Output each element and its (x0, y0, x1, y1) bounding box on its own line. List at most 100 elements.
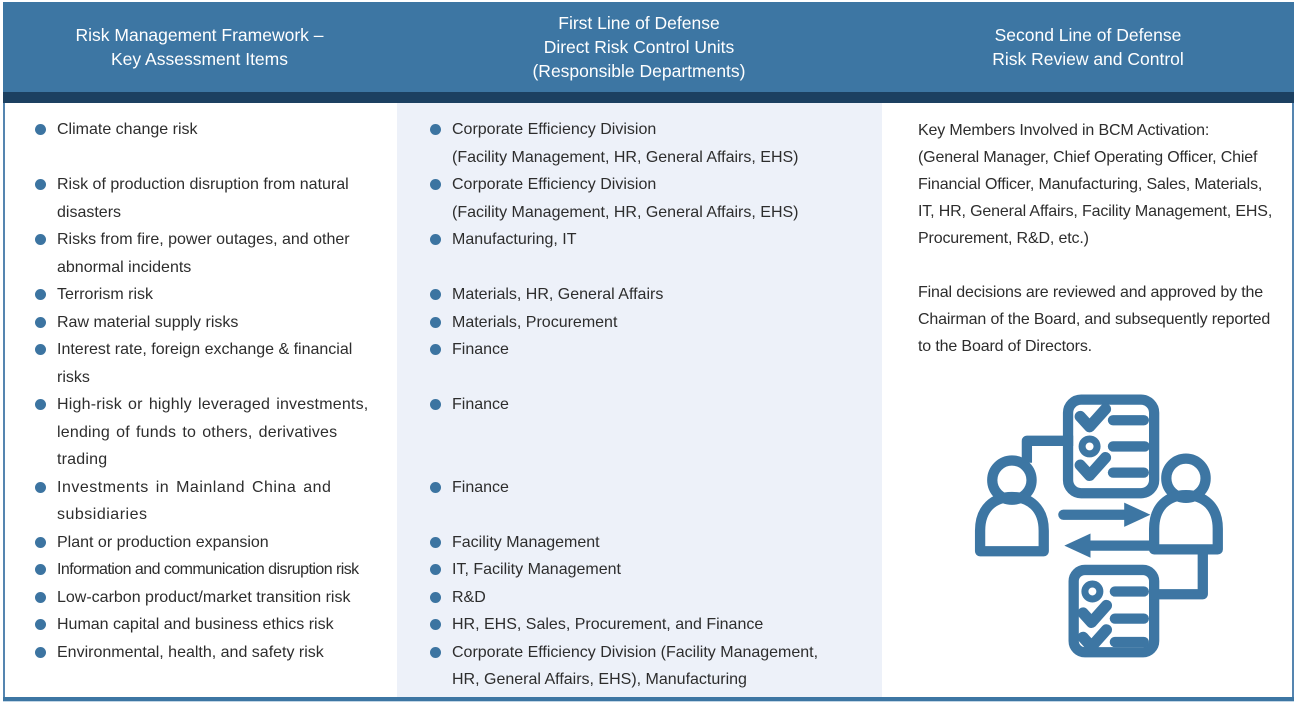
assessment-item-cell: Interest rate, foreign exchange & financ… (3, 336, 396, 391)
bullet-icon (35, 564, 46, 575)
bullet-icon (35, 646, 46, 658)
bullet-icon (35, 234, 46, 245)
responsible-departments-text: Finance (452, 396, 509, 413)
header-first-line-of-defense: First Line of Defense Direct Risk Contro… (532, 13, 746, 81)
responsible-departments-cell: Finance (396, 336, 882, 391)
table-row: Human capital and business ethics risk H… (3, 611, 882, 639)
bullet-icon (35, 124, 46, 135)
assessment-item-text: Risks from fire, power outages, and othe… (57, 231, 350, 276)
bullet-icon (35, 316, 46, 328)
bullet-icon (430, 179, 441, 190)
assessment-item-text: Low-carbon product/market transition ris… (57, 588, 351, 606)
table-row: Raw material supply risks Materials, Pro… (3, 309, 882, 337)
responsible-departments-text: Corporate Efficiency Division (Facility … (452, 643, 819, 689)
assessment-item-text: Interest rate, foreign exchange & financ… (57, 341, 353, 386)
bullet-icon (35, 344, 46, 355)
responsible-departments-text: R&D (452, 588, 486, 606)
assessment-item-cell: Human capital and business ethics risk (3, 611, 396, 639)
table-row: Information and communication disruption… (3, 556, 882, 584)
table-row: Interest rate, foreign exchange & financ… (3, 336, 882, 391)
bullet-icon (430, 344, 441, 355)
assessment-item-cell: Climate change risk (3, 116, 396, 171)
assessment-item-cell: Investments in Mainland China and subsid… (3, 474, 396, 529)
responsible-departments-text: Materials, HR, General Affairs (452, 286, 664, 303)
responsible-departments-text: Corporate Efficiency Division (Facility … (452, 121, 799, 166)
assessment-item-text: Investments in Mainland China and subsid… (57, 478, 332, 524)
assessment-item-cell: Risks from fire, power outages, and othe… (3, 226, 396, 281)
responsible-departments-text: Corporate Efficiency Division (Facility … (452, 176, 799, 221)
bullet-icon (35, 619, 46, 630)
first-line-column-background (397, 103, 882, 697)
responsible-departments-cell: Corporate Efficiency Division (Facility … (396, 639, 882, 694)
frame-border-left (3, 103, 5, 698)
header-divider-bar (3, 92, 1294, 103)
responsible-departments-cell: Materials, HR, General Affairs (396, 281, 882, 309)
table-row: High-risk or highly leveraged investment… (3, 391, 882, 474)
frame-border-right (1292, 103, 1294, 698)
bullet-icon (35, 536, 46, 548)
responsible-departments-cell: Corporate Efficiency Division (Facility … (396, 116, 882, 171)
assessment-item-text: Environmental, health, and safety risk (57, 643, 324, 661)
responsible-departments-text: Manufacturing, IT (452, 231, 577, 248)
assessment-item-text: Human capital and business ethics risk (57, 616, 334, 633)
header-key-assessment-items: Risk Management Framework – Key Assessme… (75, 25, 324, 69)
bullet-icon (430, 481, 441, 493)
final-decisions-paragraph: Final decisions are reviewed and approve… (918, 284, 1271, 355)
assessment-item-text: Plant or production expansion (57, 533, 269, 551)
responsible-departments-cell: Facility Management (396, 529, 882, 557)
bullet-icon (35, 179, 46, 190)
table-row: Terrorism risk Materials, HR, General Af… (3, 281, 882, 309)
second-line-column: Key Members Involved in BCM Activation: … (882, 117, 1294, 659)
assessment-item-cell: Environmental, health, and safety risk (3, 639, 396, 694)
assessment-item-cell: Low-carbon product/market transition ris… (3, 584, 396, 612)
responsible-departments-cell: Finance (396, 474, 882, 529)
bullet-icon (430, 591, 441, 603)
table-row: Low-carbon product/market transition ris… (3, 584, 882, 612)
table-row: Investments in Mainland China and subsid… (3, 474, 882, 529)
bullet-icon (35, 289, 46, 300)
table-row: Risk of production disruption from natur… (3, 171, 882, 226)
table-header-band: Risk Management Framework – Key Assessme… (3, 2, 1294, 92)
assessment-item-text: Raw material supply risks (57, 313, 239, 331)
assessment-item-cell: Risk of production disruption from natur… (3, 171, 396, 226)
bullet-icon (430, 619, 441, 630)
responsible-departments-cell: IT, Facility Management (396, 556, 882, 584)
assessment-item-text: Terrorism risk (57, 286, 153, 303)
responsible-departments-text: HR, EHS, Sales, Procurement, and Finance (452, 616, 764, 633)
bullet-icon (430, 289, 441, 300)
assessment-item-text: Risk of production disruption from natur… (57, 176, 349, 221)
people-checklist-exchange-icon (918, 392, 1278, 659)
table-row: Plant or production expansion Facility M… (3, 529, 882, 557)
responsible-departments-cell: Manufacturing, IT (396, 226, 882, 281)
assessment-item-cell: Raw material supply risks (3, 309, 396, 337)
table-row: Environmental, health, and safety risk C… (3, 639, 882, 694)
responsible-departments-cell: Corporate Efficiency Division (Facility … (396, 171, 882, 226)
assessment-item-text: Information and communication disruption… (57, 561, 359, 578)
bullet-icon (430, 536, 441, 548)
bullet-icon (35, 591, 46, 603)
assessment-item-cell: High-risk or highly leveraged investment… (3, 391, 396, 474)
table-row: Risks from fire, power outages, and othe… (3, 226, 882, 281)
assessment-item-cell: Terrorism risk (3, 281, 396, 309)
assessment-item-cell: Information and communication disruption… (3, 556, 396, 584)
bullet-icon (35, 481, 46, 493)
responsible-departments-text: Finance (452, 478, 509, 496)
bcm-key-members-paragraph: Key Members Involved in BCM Activation: … (918, 122, 1273, 247)
responsible-departments-text: Materials, Procurement (452, 313, 618, 331)
bullet-icon (430, 399, 441, 410)
bullet-icon (430, 646, 441, 658)
frame-border-bottom (3, 697, 1294, 701)
responsible-departments-cell: Finance (396, 391, 882, 474)
table-row: Climate change risk Corporate Efficiency… (3, 116, 882, 171)
bullet-icon (430, 234, 441, 245)
frame-border-bottom-glow (3, 701, 1294, 702)
bullet-icon (35, 399, 46, 410)
header-second-line-of-defense: Second Line of Defense Risk Review and C… (992, 25, 1184, 69)
assessment-item-text: Climate change risk (57, 121, 198, 138)
assessment-rows: Climate change risk Corporate Efficiency… (3, 116, 882, 694)
responsible-departments-cell: Materials, Procurement (396, 309, 882, 337)
bullet-icon (430, 124, 441, 135)
responsible-departments-text: Facility Management (452, 533, 600, 551)
bullet-icon (430, 564, 441, 575)
